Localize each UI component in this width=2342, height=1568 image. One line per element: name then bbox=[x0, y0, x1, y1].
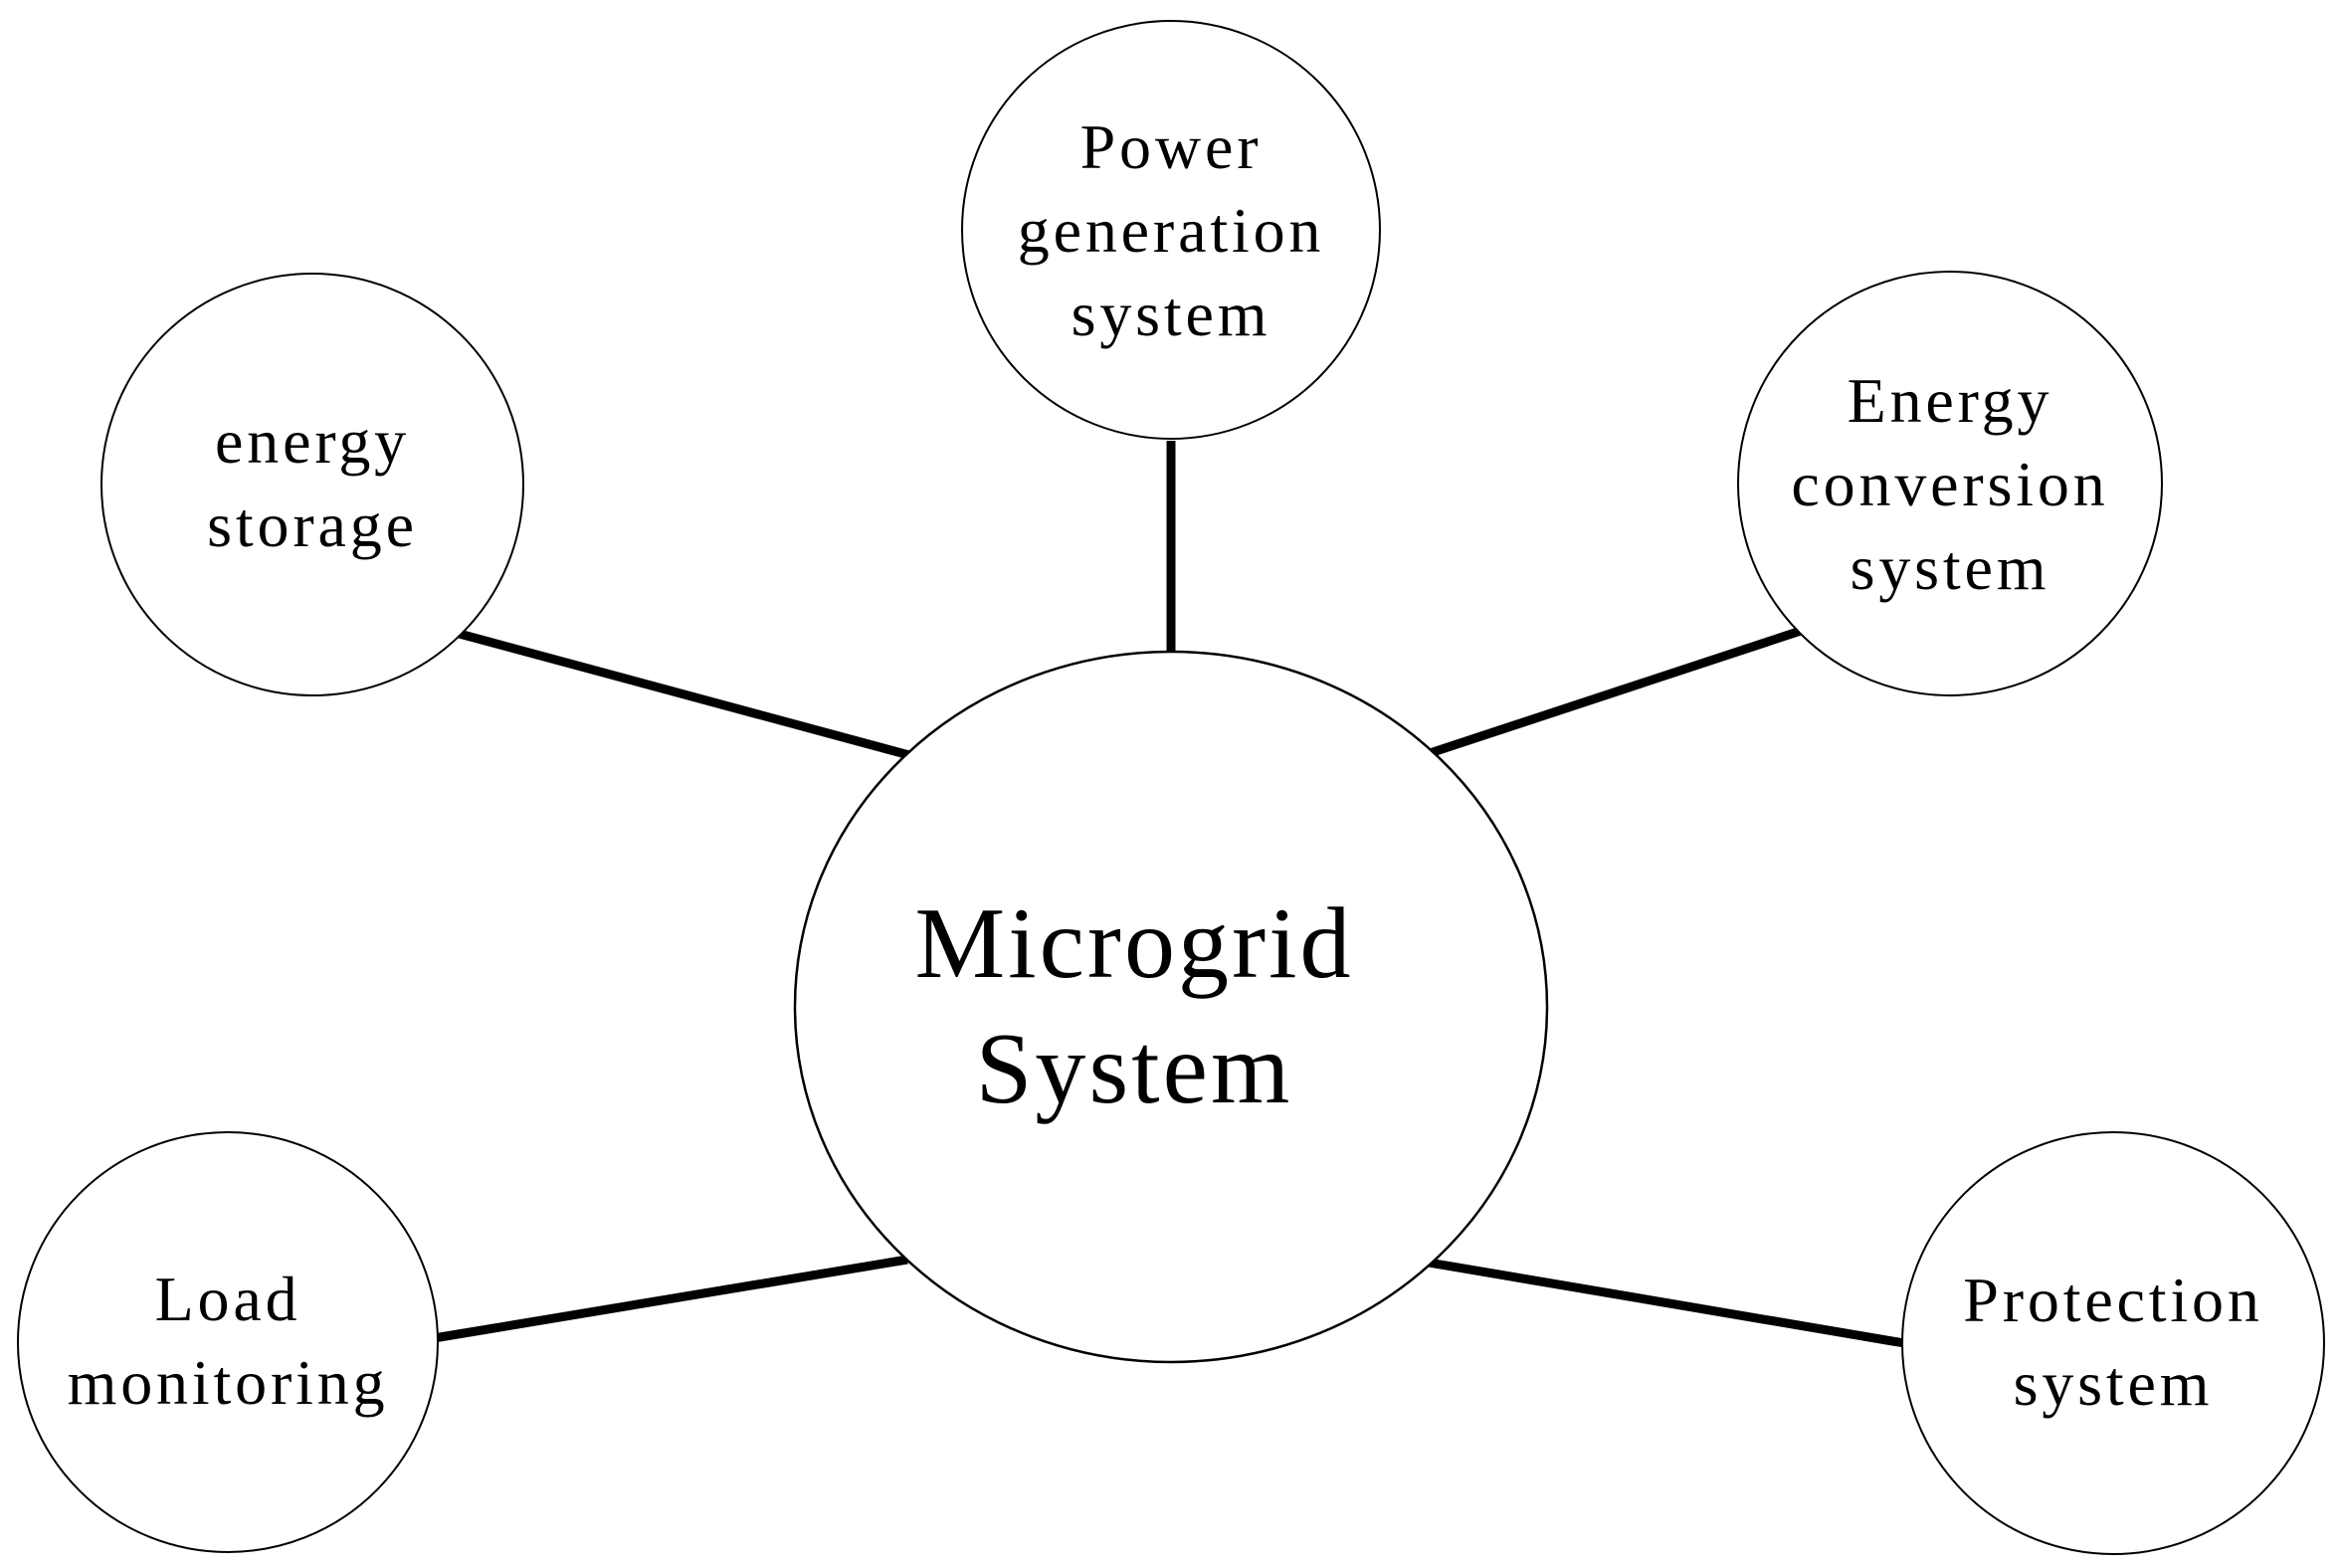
protection-label: Protection system bbox=[1963, 1259, 2262, 1426]
load-monitoring-circle bbox=[17, 1131, 439, 1553]
load-monitoring-line-1: Load bbox=[154, 1264, 301, 1334]
microgrid-label-line-1: Microgrid bbox=[914, 887, 1354, 1000]
protection-line-2: system bbox=[2013, 1348, 2214, 1419]
energy-conversion-line-1: Energy bbox=[1847, 365, 2053, 436]
microgrid-system-circle bbox=[793, 650, 1549, 1364]
power-generation-circle bbox=[961, 20, 1381, 440]
power-generation-label: Power generation system bbox=[1018, 105, 1325, 356]
microgrid-label-line-2: System bbox=[975, 1013, 1293, 1125]
connector-energy-conversion bbox=[1419, 626, 1803, 761]
energy-storage-label: energy storage bbox=[207, 400, 418, 567]
energy-conversion-line-2: conversion bbox=[1791, 449, 2109, 519]
energy-storage-line-1: energy bbox=[214, 406, 411, 477]
energy-storage-line-2: storage bbox=[207, 490, 418, 560]
power-generation-line-2: generation bbox=[1017, 195, 1325, 266]
microgrid-system-label: Microgrid System bbox=[914, 882, 1353, 1132]
energy-conversion-label: Energy conversion system bbox=[1791, 359, 2108, 610]
connector-load-monitoring bbox=[433, 1255, 908, 1343]
connector-protection bbox=[1416, 1256, 1905, 1348]
connector-energy-storage bbox=[454, 628, 922, 763]
protection-circle bbox=[1901, 1131, 2325, 1555]
power-generation-line-3: system bbox=[1071, 279, 1271, 349]
energy-conversion-circle bbox=[1737, 271, 2163, 696]
load-monitoring-line-2: monitoring bbox=[67, 1347, 389, 1418]
energy-conversion-line-3: system bbox=[1850, 532, 2050, 603]
energy-storage-circle bbox=[100, 273, 524, 696]
protection-line-1: Protection bbox=[1963, 1265, 2263, 1335]
load-monitoring-label: Load monitoring bbox=[68, 1258, 389, 1425]
power-generation-line-1: Power bbox=[1079, 111, 1263, 182]
